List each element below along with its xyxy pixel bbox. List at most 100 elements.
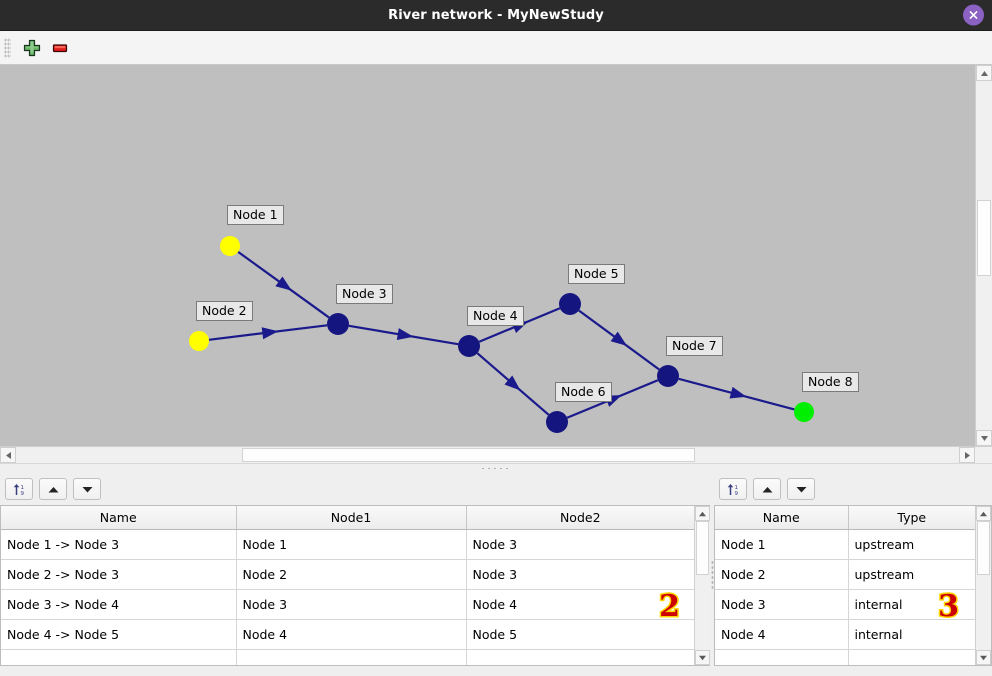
graph-node-node-5[interactable] [559,293,581,315]
svg-text:9: 9 [20,491,24,497]
links-cell[interactable]: Node 4 -> Node 5 [1,619,237,650]
graph-node-label-node-7[interactable]: Node 7 [666,336,723,356]
graph-node-node-7[interactable] [657,365,679,387]
links-cell[interactable]: Node 4 [466,589,694,620]
nodes-cell[interactable]: Node 3 [715,589,849,620]
links-cell[interactable]: Node 3 [466,559,694,590]
add-plus-icon[interactable] [18,34,46,62]
nodes-column-header-name[interactable]: Name [715,506,849,530]
main-toolbar [0,31,992,65]
scroll-down-arrow-icon[interactable] [976,430,992,446]
nodes-cell-empty [848,649,975,665]
graph-hscroll-thumb[interactable] [242,448,695,462]
graph-node-label-node-8[interactable]: Node 8 [802,372,859,392]
graph-node-node-1[interactable] [220,236,240,256]
splitter-grip-icon [710,559,714,590]
graph-horizontal-scrollbar[interactable] [0,446,992,463]
graph-node-node-6[interactable] [546,411,568,433]
graph-node-label-node-3[interactable]: Node 3 [336,284,393,304]
nodes-cell[interactable]: upstream [848,559,975,590]
links-cell[interactable]: Node 3 [466,529,694,560]
nodes-cell[interactable]: upstream [848,529,975,560]
links-sort-button[interactable]: 1 9 [5,478,33,500]
nodes-column-header-type[interactable]: Type [848,506,975,530]
nodes-cell[interactable]: internal [848,589,975,620]
nodes-sort-button[interactable]: 1 9 [719,478,747,500]
links-move-up-button[interactable] [39,478,67,500]
nodes-cell[interactable]: internal [848,619,975,650]
scroll-left-arrow-icon[interactable] [0,447,16,463]
edge-arrow-icon [396,328,414,340]
horizontal-splitter[interactable] [0,463,992,473]
graph-vertical-scrollbar[interactable] [975,65,992,446]
vertical-splitter[interactable] [710,473,714,676]
links-cell[interactable]: Node 1 [236,529,467,560]
graph-hscroll-track[interactable] [16,447,959,463]
nodes-vscroll-track[interactable] [976,521,991,650]
links-column-header-node1[interactable]: Node1 [236,506,467,530]
links-move-down-button[interactable] [73,478,101,500]
scrollbar-corner [975,447,992,463]
nodes-vscroll-thumb[interactable] [977,521,990,576]
scroll-down-arrow-icon[interactable] [695,650,710,665]
nodes-cell[interactable]: Node 2 [715,559,849,590]
links-vscroll-track[interactable] [695,521,710,650]
network-graph-panel: Node 1 Node 2 Node 3 Node 4 Node 5 Node 6 Node… [0,65,992,463]
table-row-empty [1,649,694,665]
close-icon[interactable] [963,4,984,26]
links-vscroll-thumb[interactable] [696,521,709,576]
nodes-table-vertical-scrollbar[interactable] [975,506,991,665]
nodes-cell[interactable]: Node 1 [715,529,849,560]
graph-node-label-node-4[interactable]: Node 4 [467,306,524,326]
delete-rectangle-icon[interactable] [46,34,74,62]
network-canvas[interactable]: Node 1 Node 2 Node 3 Node 4 Node 5 Node 6 Node… [0,65,975,446]
links-cell[interactable]: Node 3 -> Node 4 [1,589,237,620]
graph-node-label-node-5[interactable]: Node 5 [568,264,625,284]
graph-node-node-3[interactable] [327,313,349,335]
edge-arrow-icon [610,331,628,346]
scroll-up-arrow-icon[interactable] [976,506,991,521]
edge-arrow-icon [261,327,279,340]
scroll-down-arrow-icon[interactable] [976,650,991,665]
nodes-cell[interactable]: Node 4 [715,619,849,650]
graph-node-label-node-6[interactable]: Node 6 [555,382,612,402]
scroll-up-arrow-icon[interactable] [695,506,710,521]
links-cell[interactable]: Node 3 [236,589,467,620]
toolbar-drag-handle[interactable] [4,37,11,58]
scroll-up-arrow-icon[interactable] [976,65,992,81]
svg-text:1: 1 [734,485,738,491]
nodes-move-up-button[interactable] [753,478,781,500]
links-cell[interactable]: Node 4 [236,619,467,650]
graph-vscroll-thumb[interactable] [977,199,991,277]
links-cell[interactable]: Node 1 -> Node 3 [1,529,237,560]
links-cell[interactable]: Node 2 [236,559,467,590]
graph-node-node-4[interactable] [458,335,480,357]
scroll-right-arrow-icon[interactable] [959,447,975,463]
graph-node-node-2[interactable] [189,331,209,351]
nodes-move-down-button[interactable] [787,478,815,500]
nodes-cell-empty [715,649,849,665]
links-column-header-node2[interactable]: Node2 [466,506,694,530]
links-cell[interactable]: Node 2 -> Node 3 [1,559,237,590]
graph-node-label-node-2[interactable]: Node 2 [196,301,253,321]
graph-vscroll-track[interactable] [976,81,992,430]
links-column-header-name[interactable]: Name [1,506,237,530]
graph-node-label-node-1[interactable]: Node 1 [227,205,284,225]
links-cell[interactable]: Node 5 [466,619,694,650]
graph-node-node-8[interactable] [794,402,814,422]
links-table-vertical-scrollbar[interactable] [694,506,710,665]
links-cell-empty [236,649,467,665]
